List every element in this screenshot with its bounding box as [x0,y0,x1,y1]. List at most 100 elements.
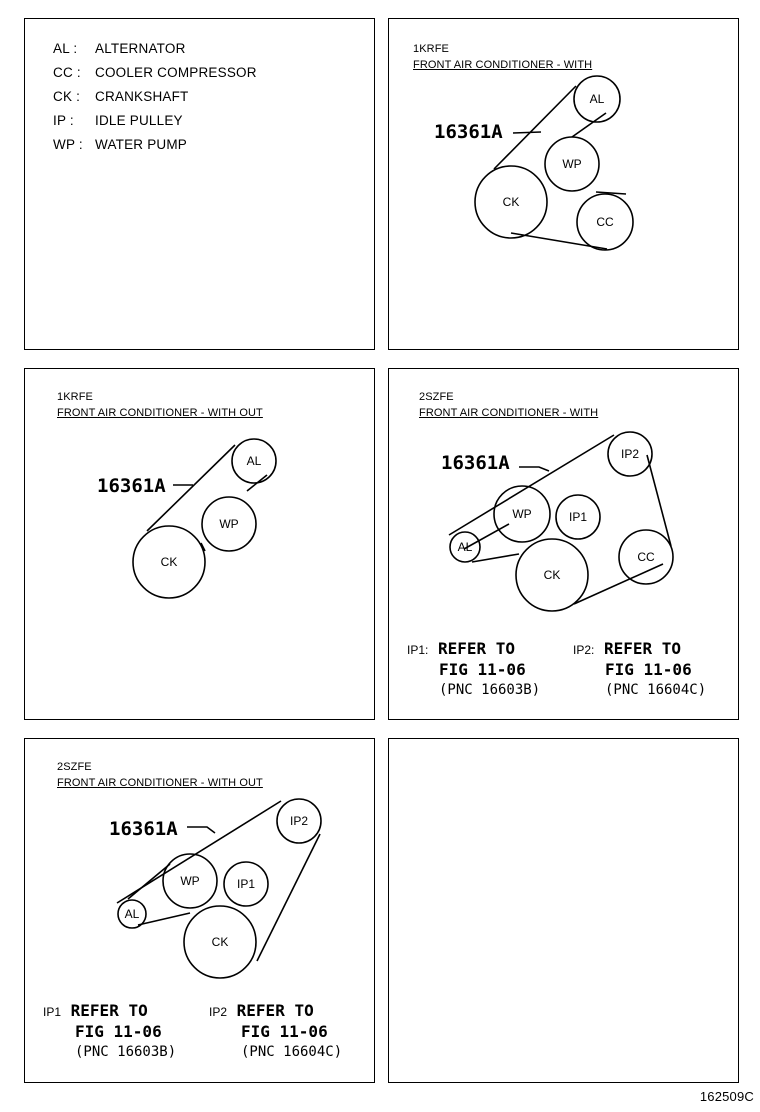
legend-text: IDLE PULLEY [95,113,183,128]
note-fig: FIG 11-06 [605,660,692,679]
legend-row: WP : WATER PUMP [53,137,187,152]
legend-abbr: WP : [53,137,83,152]
belt-segment [471,553,520,563]
note-refer: REFER TO [604,639,682,658]
pulley-label-cc: CC [637,550,655,564]
belt-segment [463,523,510,550]
note-pnc: (PNC 16603B) [439,682,541,698]
leader-line [512,131,542,134]
pulley-label-wp: WP [562,157,581,171]
pulley-label-ck: CK [503,195,520,209]
pulley-ck [132,525,206,599]
pulley-wp [493,485,551,543]
pulley-ip2 [276,798,322,844]
legend-row: AL :ALTERNATOR [53,41,186,56]
diagram-subtitle: FRONT AIR CONDITIONER - WITH OUT [57,777,263,789]
pulley-label-wp: WP [180,874,199,888]
note-tag: IP1: [407,643,429,657]
note-pnc: (PNC 16603B) [75,1044,177,1060]
pulley-label-ip2: IP2 [290,814,308,828]
belt-segment [571,112,607,138]
pulley-label-al: AL [125,907,140,921]
engine-code: 2SZFE [419,391,454,403]
belt-routing-drawing: AL WP CK CC 16361A [434,75,634,251]
pulley-al [231,438,277,484]
pulley-label-wp: WP [219,517,238,531]
legend-text: WATER PUMP [95,137,187,152]
diagram-subtitle: FRONT AIR CONDITIONER - WITH OUT [57,407,263,419]
ip1-reference-note: IP1: REFER TO FIG 11-06 (PNC 16603B) [407,639,540,700]
pulley-cc [576,193,634,251]
pulley-label-ck: CK [544,568,561,582]
diagram-subtitle: FRONT AIR CONDITIONER - WITH [419,407,599,419]
note-pnc: (PNC 16604C) [241,1044,343,1060]
belt-diagram-1krfe-with-ac: 1KRFE FRONT AIR CONDITIONER - WITH AL WP… [388,18,739,350]
belt-diagram-2szfe-with-ac: 2SZFE FRONT AIR CONDITIONER - WITH AL WP… [388,368,739,720]
note-refer: REFER TO [438,639,516,658]
pulley-label-al: AL [590,92,605,106]
ip2-reference-note: IP2 REFER TO FIG 11-06 (PNC 16604C) [209,1001,342,1062]
legend-abbr: IP : [53,113,74,128]
diagram-title: 2SZFE FRONT AIR CONDITIONER - WITH OUT [57,759,263,791]
pulley-label-ck: CK [161,555,178,569]
pulley-label-cc: CC [596,215,614,229]
pulley-ip1 [555,494,601,540]
note-refer: REFER TO [70,1001,148,1020]
pulley-label-wp: WP [512,507,531,521]
legend-abbr: CC : [53,65,81,80]
part-number-callout: 16361A [97,475,166,497]
legend-abbr: CK : [53,89,81,104]
legend-panel: AL :ALTERNATOR CC : COOLER COMPRESSOR CK … [24,18,375,350]
pulley-ck [183,905,257,979]
diagram-title: 1KRFE FRONT AIR CONDITIONER - WITH [413,41,592,73]
part-number-callout: 16361A [109,818,178,840]
leader-line [519,466,550,472]
pulley-ck [474,165,548,239]
legend-row: CK : CRANKSHAFT [53,89,189,104]
note-fig: FIG 11-06 [75,1022,162,1041]
pulley-ck [515,538,589,612]
legend-text: COOLER COMPRESSOR [95,65,257,80]
pulley-label-ip1: IP1 [237,877,255,891]
belt-segment [146,444,236,532]
note-tag: IP2 [209,1005,228,1019]
pulley-wp [544,136,600,192]
belt-routing-drawing: AL WP IP1 IP2 CK 16361A [109,798,322,979]
belt-routing-drawing: AL WP CK 16361A [97,438,277,599]
legend-row: IP : IDLE PULLEY [53,113,183,128]
pulley-al [573,75,621,123]
belt-segment [573,563,664,605]
note-refer: REFER TO [236,1001,314,1020]
note-tag: IP1 [43,1005,62,1019]
legend-text: CRANKSHAFT [95,89,189,104]
belt-segment [448,434,615,536]
empty-panel [388,738,739,1083]
ip1-reference-note: IP1 REFER TO FIG 11-06 (PNC 16603B) [43,1001,176,1062]
part-number-callout: 16361A [441,452,510,474]
legend-row: CC : COOLER COMPRESSOR [53,65,257,80]
pulley-ip2 [607,431,653,477]
belt-diagram-2szfe-without-ac: 2SZFE FRONT AIR CONDITIONER - WITH OUT A… [24,738,375,1083]
belt-segment [646,454,672,547]
drawing-number: 162509C [699,1089,754,1104]
diagram-title: 2SZFE FRONT AIR CONDITIONER - WITH [419,389,598,421]
note-fig: FIG 11-06 [241,1022,328,1041]
diagram-title: 1KRFE FRONT AIR CONDITIONER - WITH OUT [57,389,263,421]
legend-abbr: AL : [53,41,78,56]
pulley-label-ck: CK [212,935,229,949]
pulley-label-ip1: IP1 [569,510,587,524]
belt-segment [493,85,577,170]
pulley-wp [162,853,218,909]
part-number-callout: 16361A [434,121,503,143]
belt-routing-drawing: AL WP IP1 IP2 CK CC 16361A [441,431,674,612]
belt-diagram-1krfe-without-ac: 1KRFE FRONT AIR CONDITIONER - WITH OUT A… [24,368,375,720]
pulley-wp [201,496,257,552]
note-fig: FIG 11-06 [439,660,526,679]
note-pnc: (PNC 16604C) [605,682,707,698]
engine-code: 1KRFE [57,391,93,403]
pulley-ip1 [223,861,269,907]
pulley-label-ip2: IP2 [621,447,639,461]
belt-segment [256,833,321,962]
belt-segment [595,191,627,195]
leader-line [187,826,216,834]
